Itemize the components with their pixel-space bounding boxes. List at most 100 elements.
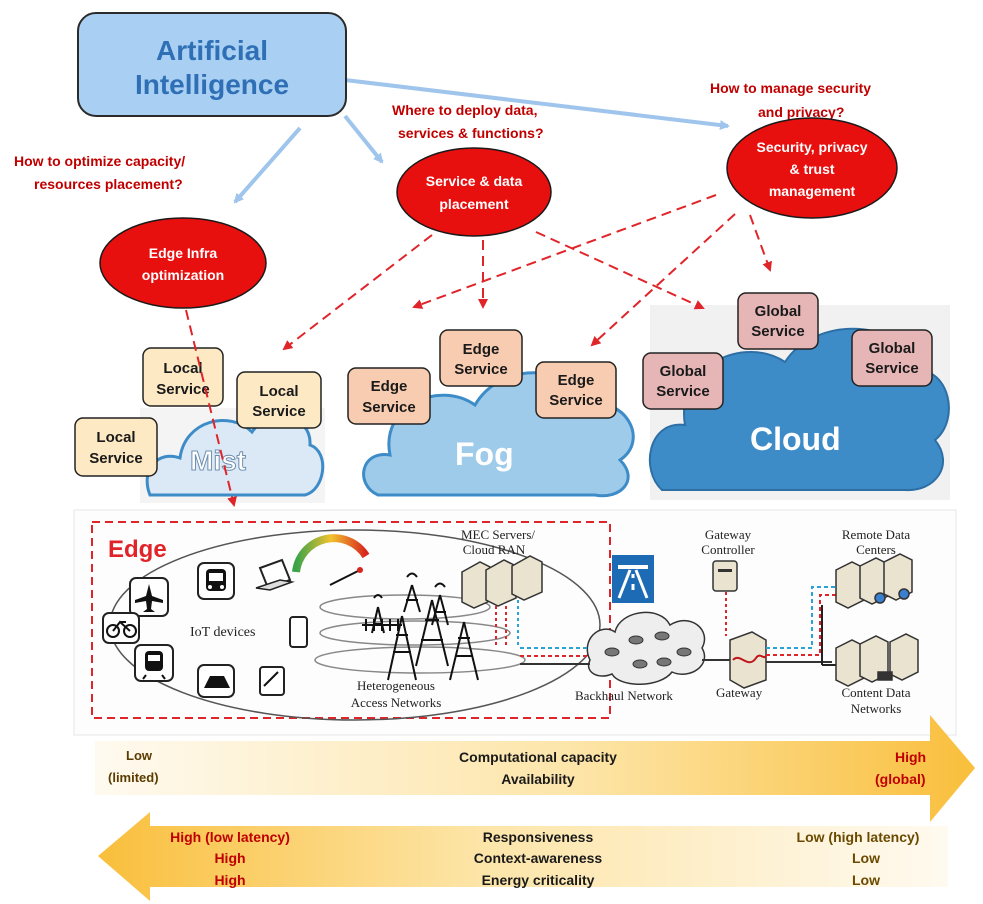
question-capacity-line2: resources placement? [34, 176, 183, 192]
local-service-tag-line1: Local [259, 383, 298, 400]
arrow-ai-to-edge-infra [233, 126, 302, 204]
iot-devices: IoT devices [102, 534, 370, 698]
arrow-ai-to-service-data [343, 114, 384, 164]
arrow-left-row: High Energy criticality Low [214, 872, 880, 888]
edge-service-tag-line1: Edge [558, 372, 595, 389]
ellipse-edge-infra: Edge Infra optimization [99, 217, 267, 309]
backhaul-label: Backhaul Network [575, 688, 673, 703]
laptop-icon [255, 558, 295, 591]
question-texts: How to optimize capacity/ resources plac… [14, 80, 871, 192]
blue-arrows [233, 78, 730, 204]
connection-lines [520, 586, 840, 666]
network-panel: Edge [73, 509, 957, 736]
content-data-network-servers [835, 633, 919, 687]
dash-security-to-fog-right [590, 213, 736, 347]
arrow-right-center-line1: Computational capacity [459, 749, 617, 765]
ai-box-line2: Intelligence [135, 69, 289, 100]
global-service-tag-line2: Service [865, 360, 918, 377]
dash-security-to-cloud [749, 214, 772, 272]
local-service-tag: Local Service [74, 417, 158, 477]
global-service-tag: Global Service [851, 329, 933, 387]
mec-label-line1: MEC Servers/ [461, 527, 535, 542]
local-service-tag-line2: Service [156, 381, 209, 398]
global-service-tag: Global Service [642, 352, 724, 410]
edge-infra-line2: optimization [142, 267, 224, 283]
security-line2: & trust [789, 161, 834, 177]
tower-icon [415, 599, 449, 667]
red-dashed-arrows [185, 194, 772, 507]
service-data-line2: placement [439, 196, 509, 212]
gw-ctrl-label-line1: Gateway [705, 527, 752, 542]
remote-label-line2: Centers [856, 542, 896, 557]
ellipse-security: Security, privacy & trust management [726, 117, 898, 219]
tower-icon [449, 621, 479, 681]
question-deploy-line1: Where to deploy data, [392, 102, 537, 118]
edge-service-tag-line2: Service [549, 392, 602, 409]
global-service-tag-line1: Global [660, 363, 707, 380]
global-service-tag-line1: Global [755, 303, 802, 320]
tablet-icon [259, 666, 285, 696]
global-service-tag-line2: Service [751, 323, 804, 340]
arrow-left-row1-left: High (low latency) [170, 829, 290, 845]
train-icon [134, 644, 174, 682]
arrow-left-row2-center: Context-awareness [474, 850, 603, 866]
arrow-right-right-line1: High [895, 749, 926, 765]
content-label-line2: Networks [851, 701, 902, 716]
ai-box: Artificial Intelligence [77, 12, 347, 117]
dash-service-to-local [282, 234, 433, 351]
router-icons [604, 631, 692, 669]
ai-box-line1: Artificial [156, 35, 268, 66]
highway-icon [612, 555, 654, 603]
global-service-tag-line1: Global [869, 340, 916, 357]
dash-service-to-cloud [535, 231, 705, 310]
smartphone-icon [289, 616, 308, 648]
cloud-label: Cloud [750, 421, 841, 457]
security-line1: Security, privacy [756, 139, 867, 155]
arrow-right-left-line1: Low [126, 748, 153, 763]
local-service-tag-line2: Service [252, 403, 305, 420]
edge-service-tag-line1: Edge [371, 378, 408, 395]
gateway-label: Gateway [716, 685, 763, 700]
arrow-left-row3-right: Low [852, 872, 880, 888]
question-capacity-line1: How to optimize capacity/ [14, 153, 185, 169]
global-service-tags: Global Service Global Service Global Ser… [642, 292, 933, 410]
gw-ctrl-label-line2: Controller [701, 542, 755, 557]
arrow-left-row1-right: Low (high latency) [797, 829, 920, 845]
mist-cloud [145, 414, 325, 497]
antenna-array [362, 619, 402, 631]
server-icon [889, 633, 919, 681]
fog-label: Fog [455, 436, 514, 472]
local-service-tag-line1: Local [163, 360, 202, 377]
local-service-tag: Local Service [142, 347, 224, 407]
speed-gauge-icon [292, 534, 370, 586]
tower-icon [387, 615, 417, 681]
local-service-tags: Local Service Local Service Local Servic… [74, 347, 322, 477]
arrow-left-row3-left: High [214, 872, 245, 888]
remote-label-line1: Remote Data [842, 527, 910, 542]
question-security-line1: How to manage security [710, 80, 871, 96]
edge-infra-line1: Edge Infra [149, 245, 218, 261]
edge-service-tag: Edge Service [347, 367, 431, 425]
iot-label: IoT devices [190, 625, 255, 640]
right-gradient-arrow: Low (limited) Computational capacity Ava… [95, 715, 975, 822]
edge-service-tag-line1: Edge [463, 341, 500, 358]
arrow-right-right-line2: (global) [875, 771, 926, 787]
global-service-tag: Global Service [737, 292, 819, 350]
dash-security-to-fog-left [412, 194, 717, 309]
arrow-left-row: High Context-awareness Low [214, 850, 880, 866]
bus-icon [197, 562, 235, 600]
edge-service-tag-line2: Service [362, 399, 415, 416]
arrow-left-row1-center: Responsiveness [483, 829, 594, 845]
dash-infra-to-edge [185, 309, 237, 507]
vehicle-icon [197, 664, 235, 698]
local-service-tag-line1: Local [96, 429, 135, 446]
edge-dashed-box [91, 521, 611, 719]
ellipse-service-data: Service & data placement [396, 147, 552, 237]
edge-service-tag: Edge Service [535, 361, 617, 419]
tower-icon [403, 572, 421, 613]
airplane-icon [129, 577, 169, 617]
edge-service-tags: Edge Service Edge Service Edge Service [347, 329, 617, 425]
question-deploy-line2: services & functions? [398, 125, 544, 141]
arrow-left-row: High (low latency) Responsiveness Low (h… [170, 829, 919, 845]
